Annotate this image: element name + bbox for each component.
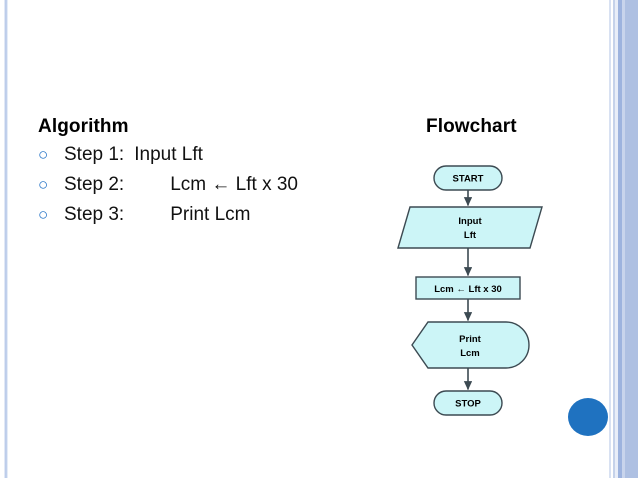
algorithm-step-3-text: Print Lcm — [170, 204, 251, 225]
flow-node-start-shape — [433, 165, 503, 191]
algorithm-step-2-label: Step 2: — [64, 174, 125, 195]
algorithm-step-3-label: Step 3: — [64, 204, 125, 225]
flow-node-stop-label: STOP — [455, 399, 481, 410]
flow-node-stop-shape — [433, 390, 503, 416]
flow-node-input-label-line-1: Input — [458, 216, 482, 227]
algorithm-step-1: Step 1: Input Lft — [38, 144, 378, 174]
algorithm-step-1-label: Step 1: — [64, 144, 125, 165]
circle-bullet-icon — [38, 146, 54, 163]
algorithm-step-3: Step 3: Print Lcm — [38, 204, 378, 234]
flow-node-start-label: START — [453, 174, 484, 185]
algorithm-step-2-text: Lcm ← Lft x 30 — [170, 174, 298, 195]
right-border-stripes — [607, 0, 638, 478]
circle-bullet-icon — [38, 206, 54, 223]
flow-node-print-label-line-1: Print — [459, 334, 481, 345]
circle-bullet-icon — [38, 176, 54, 193]
algorithm-heading: Algorithm — [38, 116, 129, 137]
flow-node-print-label-line-2: Lcm — [460, 348, 480, 359]
algorithm-step-list: Step 1: Input Lft Step 2: Lcm ← Lft x 30… — [38, 144, 378, 234]
flowchart-heading: Flowchart — [426, 116, 517, 137]
flow-node-process-label: Lcm ← Lft x 30 — [434, 284, 502, 295]
flow-node-input-label-line-2: Lft — [464, 230, 477, 241]
flowchart-diagram: START Input Lft Lcm ← Lft x 30 Print Lcm… — [390, 160, 550, 430]
algorithm-step-1-text: Input Lft — [134, 144, 203, 165]
left-border-stripe — [4, 0, 8, 478]
flow-node-input-shape — [397, 206, 543, 249]
algorithm-step-2: Step 2: Lcm ← Lft x 30 — [38, 174, 378, 204]
blue-circle-decoration — [568, 398, 608, 436]
flowchart-svg: START Input Lft Lcm ← Lft x 30 Print Lcm… — [397, 165, 543, 416]
flow-node-process-shape — [415, 276, 521, 300]
flow-node-print-shape — [411, 321, 530, 369]
